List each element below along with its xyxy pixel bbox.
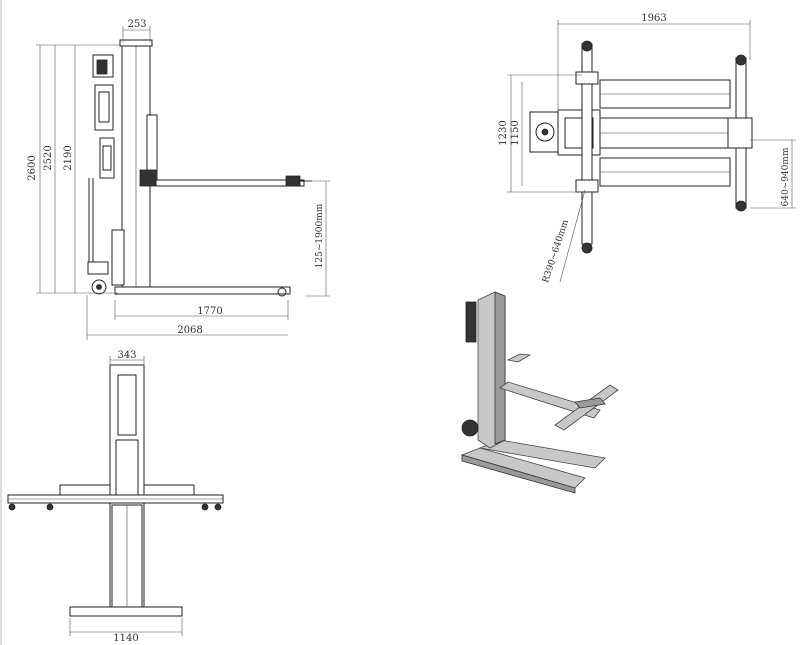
dim-width-1: 1230 [498, 120, 509, 145]
dim-arm-length: 1770 [197, 306, 222, 317]
front-view: 343 1140 [7, 350, 224, 644]
dim-height-3: 2190 [63, 145, 74, 170]
dim-lift-range: 125~1900mm [315, 203, 325, 268]
dim-width-2: 1150 [510, 120, 521, 145]
dim-arm-span: 640~940mm [781, 147, 791, 206]
dim-height-2: 2520 [43, 145, 54, 170]
dim-base-length: 2068 [177, 325, 202, 336]
dim-height-overall: 2600 [27, 155, 38, 180]
dim-base-width: 1140 [113, 633, 138, 644]
side-view: 253 2600 2520 2190 125~1900mm 1770 2068 [27, 19, 330, 340]
dim-top-width: 253 [127, 19, 146, 30]
isometric-render [460, 291, 619, 494]
dim-column-width: 343 [117, 350, 136, 361]
dim-overall-width: 1963 [641, 13, 666, 24]
